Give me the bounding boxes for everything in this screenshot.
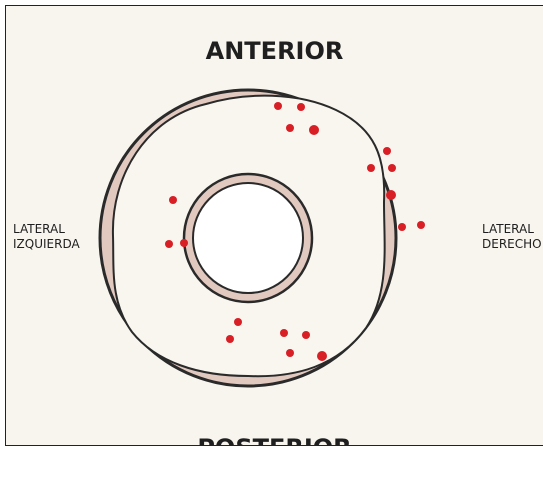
red-dot [297, 103, 305, 111]
label-lateral-right: LATERAL DERECHO [482, 222, 542, 252]
red-dot [388, 164, 396, 172]
label-lateral-left-line2: IZQUIERDA [13, 237, 80, 252]
label-lateral-right-line2: DERECHO [482, 237, 542, 252]
label-lateral-right-line1: LATERAL [482, 222, 542, 237]
red-dot [317, 351, 327, 361]
red-dot [398, 223, 406, 231]
label-anterior: ANTERIOR [6, 37, 543, 65]
red-dot [234, 318, 242, 326]
label-posterior: POSTERIOR [6, 434, 543, 446]
red-dot [280, 329, 288, 337]
red-dot [302, 331, 310, 339]
red-dot [417, 221, 425, 229]
red-dot [169, 196, 177, 204]
red-dot [367, 164, 375, 172]
red-dot [286, 124, 294, 132]
red-dot [226, 335, 234, 343]
diagram-frame: ANTERIOR POSTERIOR LATERAL IZQUIERDA LAT… [5, 5, 543, 446]
red-dot [180, 239, 188, 247]
red-dot [309, 125, 319, 135]
label-lateral-left-line1: LATERAL [13, 222, 80, 237]
red-dot [165, 240, 173, 248]
red-dot [274, 102, 282, 110]
lumen [193, 183, 303, 293]
red-dot [286, 349, 294, 357]
red-dot [383, 147, 391, 155]
label-lateral-left: LATERAL IZQUIERDA [13, 222, 80, 252]
cross-section-diagram [6, 6, 543, 445]
red-dot [386, 190, 396, 200]
